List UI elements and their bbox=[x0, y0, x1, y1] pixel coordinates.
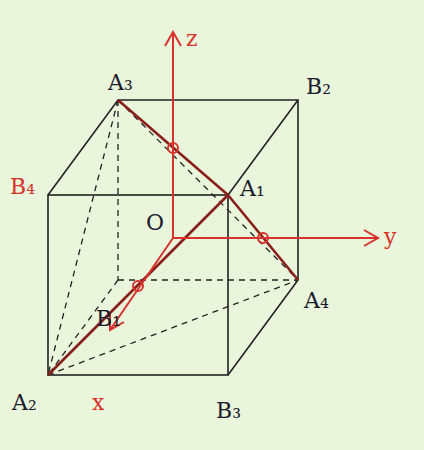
point-label: B₂ bbox=[306, 76, 331, 98]
point-label: A₂ bbox=[12, 392, 37, 414]
point-label: O bbox=[146, 212, 164, 234]
point-label: B₄ bbox=[10, 176, 35, 198]
point-label: y bbox=[384, 226, 396, 248]
point-label: A₃ bbox=[108, 72, 133, 94]
front-face bbox=[48, 195, 228, 375]
axes bbox=[110, 32, 378, 330]
point-label: B₁ bbox=[96, 308, 121, 330]
point-label: A₁ bbox=[240, 178, 265, 200]
point-label: B₃ bbox=[216, 400, 241, 422]
point-label: A₄ bbox=[304, 290, 329, 312]
point-label: x bbox=[92, 392, 104, 414]
point-label: z bbox=[186, 28, 198, 50]
